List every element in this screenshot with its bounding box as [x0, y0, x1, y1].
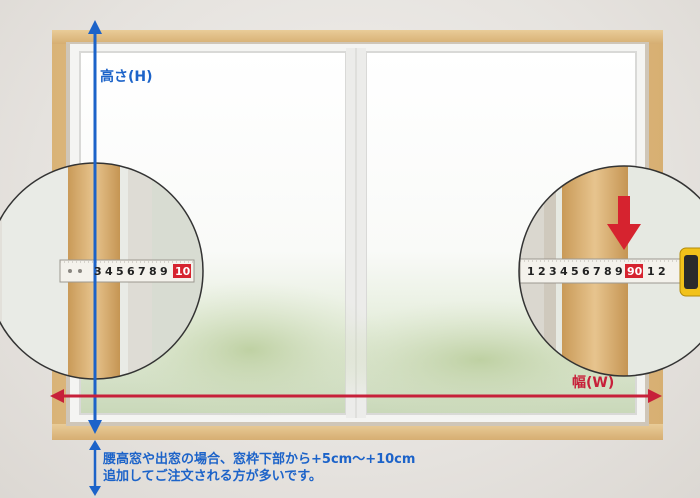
left-tape-digits: 3 4 5 6 7 8 9 [94, 265, 168, 278]
tape-digit: 7 [593, 265, 601, 278]
left-tape-highlight: 10 [175, 265, 191, 278]
tape-digit: 2 [538, 265, 546, 278]
tape-digit: 1 [647, 265, 655, 278]
tape-digit: 4 [105, 265, 113, 278]
note-line-2: 追加してご注文される方が多いです。 [103, 469, 322, 484]
tape-digit: 3 [94, 265, 102, 278]
width-label: 幅(W) [572, 375, 615, 391]
tape-digit: 3 [549, 265, 557, 278]
tape-case [679, 247, 700, 297]
height-label: 高さ(H) [100, 69, 153, 85]
note-line-1: 腰高窓や出窓の場合、窓枠下部から+5cm〜+10cm [103, 452, 416, 467]
tape-digit: 9 [615, 265, 623, 278]
height-arrow [88, 20, 102, 434]
width-arrow [50, 389, 662, 403]
tape-digit: 2 [658, 265, 666, 278]
tape-digit: 1 [527, 265, 535, 278]
right-tape-digits: 1 2 3 4 5 6 7 8 9 [527, 265, 623, 278]
right-tape-measure [519, 258, 691, 284]
down-arrow-icon [607, 196, 641, 250]
tape-digit: 5 [116, 265, 124, 278]
right-magnifier [518, 165, 700, 377]
tape-digit: 6 [582, 265, 590, 278]
extension-arrow [89, 440, 101, 496]
extension-note: 腰高窓や出窓の場合、窓枠下部から+5cm〜+10cm 追加してご注文される方が多… [103, 451, 415, 485]
tape-digit: 9 [160, 265, 168, 278]
tape-digit: 6 [127, 265, 135, 278]
tape-digit: 8 [149, 265, 157, 278]
tape-digit: 5 [571, 265, 579, 278]
right-tape-highlight: 90 [627, 265, 643, 278]
tape-digit: 7 [138, 265, 146, 278]
tape-digit: 4 [560, 265, 568, 278]
tape-digit: 8 [604, 265, 612, 278]
